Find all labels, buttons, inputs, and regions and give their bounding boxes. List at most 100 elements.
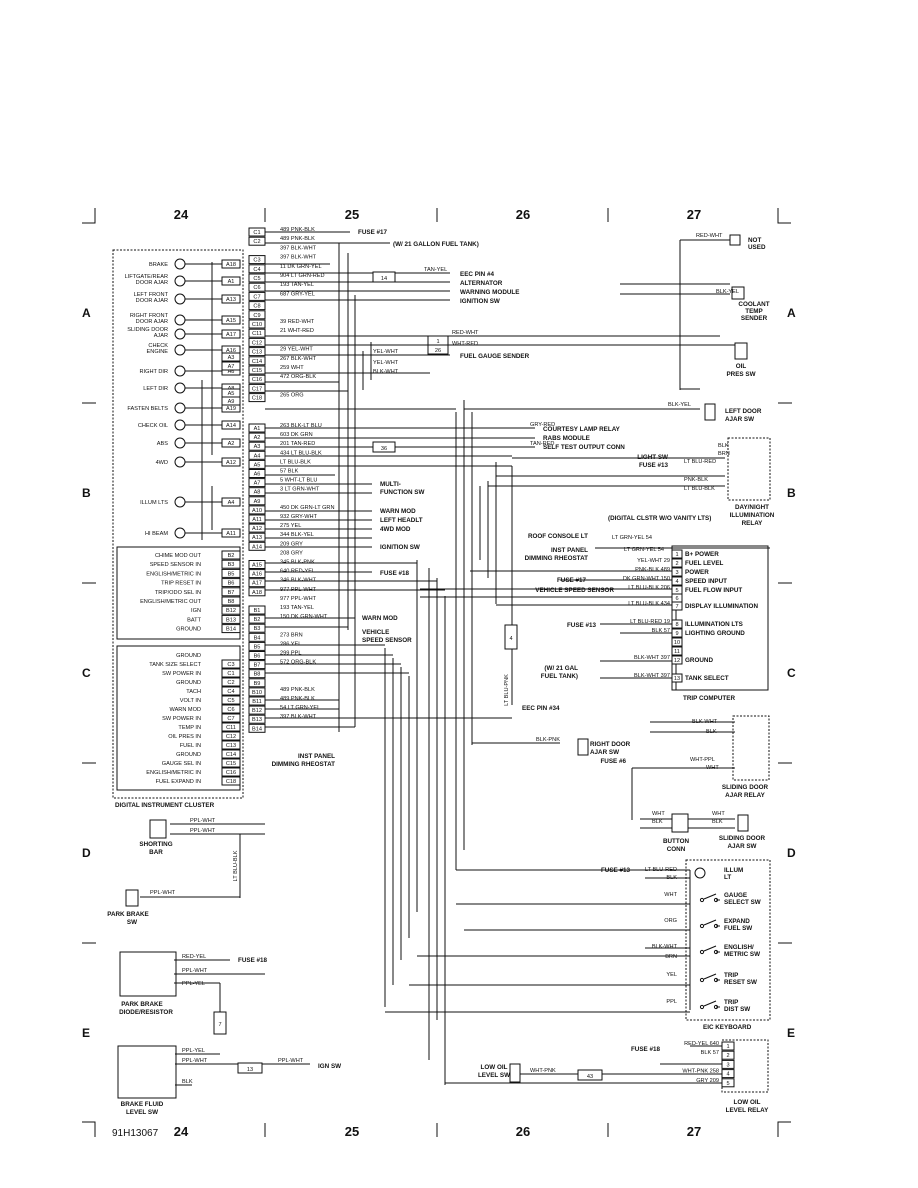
trip-pin-label: B+ POWER (685, 551, 719, 558)
col-label-27: 27 (687, 207, 701, 222)
lamp-icon (174, 527, 186, 539)
trip-pin-number: 8 (675, 622, 678, 628)
relay-pin-number: 5 (726, 1081, 729, 1087)
components (117, 234, 771, 1099)
wire-label-wht-pnk: WHT-PNK (530, 1068, 556, 1074)
row-label-d-right: D (787, 846, 796, 860)
label-ign-sw2: IGN SW (318, 1063, 341, 1070)
warning-label: LEFT FRONT (134, 292, 169, 298)
gauge-label: GAUGE SEL IN (162, 761, 201, 767)
warning-label: ILLUM LTS (140, 500, 168, 506)
lamp-icon (174, 344, 186, 356)
connector-pin: B9 (254, 681, 261, 687)
wire-label: 434 LT BLU-BLK (280, 450, 322, 456)
wire-label-blk-yel: BLK-YEL (716, 289, 739, 295)
trip-pin-label: FUEL LEVEL (685, 560, 724, 567)
warning-label-2: DOOR AJAR (136, 319, 168, 325)
label-lt-blu-blk: LT BLU-BLK (233, 850, 239, 881)
wire-label: 286 YEL (280, 641, 301, 647)
lamp-icon (174, 456, 186, 468)
connector-pin: A13 (252, 535, 262, 541)
eic-item-label: ENGLISH/ (724, 944, 754, 951)
label-left-door2: AJAR SW (725, 416, 754, 423)
wire-label-lt-blu-blk: LT BLU-BLK (684, 486, 715, 492)
trip-computer-title: TRIP COMPUTER (683, 695, 735, 702)
wire-label: 275 YEL (280, 523, 301, 529)
trip-pin-number: 4 (675, 579, 678, 585)
gauge-label: OIL PRES IN (168, 734, 201, 740)
row-label-a-left: A (82, 306, 91, 320)
wire-label: 904 LT GRN-RED (280, 273, 325, 279)
wire-label-yel-wht2: YEL-WHT (373, 360, 399, 366)
pin-number: B3 (228, 562, 235, 568)
gauge-label: FUEL IN (180, 743, 201, 749)
label-sliding-sw2: AJAR SW (727, 843, 756, 850)
trip-pin-number: 11 (674, 649, 680, 655)
figure-id: 91H13067 (112, 1128, 159, 1139)
connector-pin: A16 (252, 572, 262, 578)
trip-input-wire: LT GRN-YEL 54 (612, 535, 652, 541)
eic-item-wire: YEL (666, 972, 677, 978)
warning-label-2: DOOR AJAR (136, 280, 168, 286)
trip-pin-label: POWER (685, 569, 709, 576)
wire-label: 21 WHT-RED (280, 328, 314, 334)
connector-pin: A8 (254, 490, 261, 496)
wire-label-blk-wht: BLK-WHT (373, 369, 399, 375)
connector-pin: B13 (252, 717, 262, 723)
label-left-door: LEFT DOOR (725, 408, 762, 415)
pin-number: A16 (226, 348, 236, 354)
label-ign-sw: IGNITION SW (380, 544, 420, 551)
pin-number: B12 (226, 608, 236, 614)
trip-pin-label: SPEED INPUT (685, 578, 727, 585)
connector-pin: B14 (252, 726, 262, 732)
pin-number: C7 (227, 716, 234, 722)
eic-item-label: TRIP (724, 999, 738, 1006)
wire-label: LT BLU-BLK (280, 459, 311, 465)
label-self-test: SELF TEST OUTPUT CONN (543, 444, 625, 451)
connector-pin: C14 (252, 359, 262, 365)
label-park-brake2: SW (127, 919, 137, 926)
pin-number: C18 (226, 779, 236, 785)
trip-pin-label: GROUND (685, 657, 713, 664)
wires-right (140, 231, 770, 1086)
wire-label: 208 GRY (280, 550, 303, 556)
trip-pin-wire: DK GRN-WHT 150 (623, 576, 670, 582)
eic-item-label: ILLUM (724, 867, 743, 874)
connector-pin: B4 (254, 635, 261, 641)
splice-36: 36 (381, 446, 387, 452)
wire-label: 150 DK GRN-WHT (280, 614, 328, 620)
splice-13: 13 (247, 1067, 253, 1073)
lamp-icon (174, 293, 186, 305)
label-park-brake: PARK BRAKE (107, 911, 149, 918)
wire-label-wht: WHT (706, 765, 719, 771)
connector-pin: B11 (252, 699, 262, 705)
eic-extra-wire: BLK (666, 875, 677, 881)
eic-item-label: EXPAND (724, 918, 750, 925)
connector-pin: B5 (254, 644, 261, 650)
eic-item-wire: LT BLU-RED (645, 867, 677, 873)
label-vss: VEHICLE SPEED SENSOR (535, 587, 614, 594)
warning-label-2: DOOR AJAR (136, 298, 168, 304)
label-gal21b: FUEL TANK) (541, 673, 578, 680)
wire-label: 687 GRY-YEL (280, 291, 315, 297)
wire-label-blk4: BLK (712, 819, 723, 825)
pin-number: B14 (226, 627, 236, 633)
connector-pin: B10 (252, 690, 262, 696)
pin-number: B7 (228, 590, 235, 596)
label-oil-pres-sw2: PRES SW (726, 371, 755, 378)
wire-label: 29 YEL-WHT (280, 347, 313, 353)
wire-label: 263 BLK-LT BLU (280, 423, 322, 429)
label-fourwd-mod: 4WD MOD (380, 526, 411, 533)
eic-extra-wire: BRN (665, 954, 677, 960)
gauge-label: VOLT IN (180, 698, 201, 704)
chime-label: TRIP/ODO SEL IN (155, 590, 201, 596)
col-label-24: 24 (174, 207, 189, 222)
trip-pin-wire: LT BLU-BLK 206 (628, 585, 670, 591)
label-warn-mod2: WARN MOD (362, 615, 398, 622)
relay-pin-number: 3 (726, 1062, 729, 1068)
label-coolant3: SENDER (741, 315, 768, 322)
label-alternator: ALTERNATOR (460, 280, 503, 287)
